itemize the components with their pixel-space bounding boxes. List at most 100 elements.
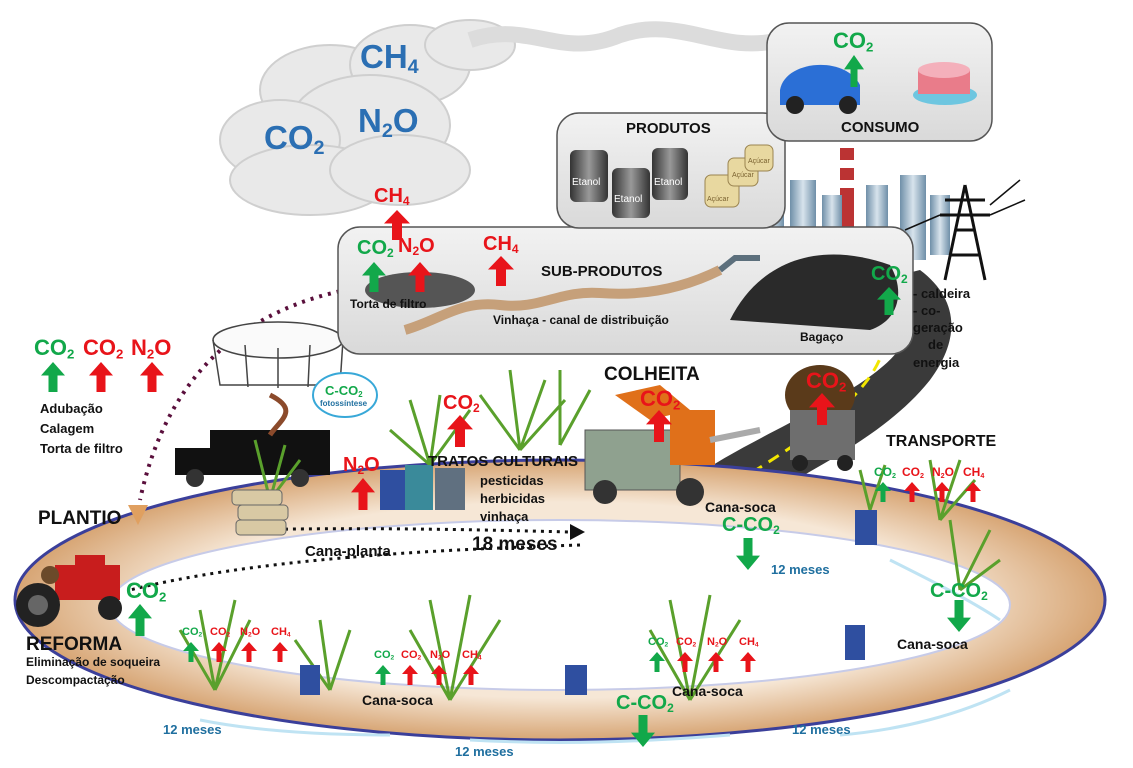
left-co2-red-text: CO2 [83, 335, 124, 362]
green-down-arrow-icon [631, 715, 655, 747]
small-set-3-n2o: N2O [707, 636, 728, 649]
tratos-co2: CO2 [443, 393, 480, 414]
energy-line-4: de [928, 337, 944, 352]
sugar-label-1: Açúcar [707, 196, 729, 203]
red-up-arrow-icon [447, 415, 473, 447]
cana-soca-label-3: Cana-soca [672, 683, 743, 699]
red-up-arrow-icon [140, 362, 164, 392]
tratos-item-pesticidas: pesticidas [480, 473, 544, 488]
energy-line-2: - co- [913, 303, 941, 318]
red-up-arrow-icon [384, 210, 410, 240]
red-up-arrow-icon [809, 393, 835, 425]
road [690, 270, 952, 500]
cloud-ch4-text: CH4 [360, 38, 419, 78]
ethanol-label-1: Etanol [572, 177, 601, 188]
consumo-box [766, 22, 993, 142]
tratos-item-vinhaca: vinhaça [480, 509, 529, 524]
transporte-co2: CO2 [806, 370, 846, 394]
transporte-small-co2-green: CO2 [874, 465, 896, 480]
reforma-label: REFORMA [26, 634, 123, 655]
small-set-2-ch4: CH4 [462, 649, 482, 662]
ethanol-label-3: Etanol [654, 177, 683, 188]
bagaco-label: Bagaço [800, 330, 844, 344]
small-set-2-n2o: N2O [430, 649, 451, 662]
cloud-n2o-text: N2O [358, 102, 419, 142]
torta-n2o: N2O [398, 236, 435, 257]
months-12-label-1: 12 meses [771, 562, 830, 577]
cloud-ch4-label: CH4 [360, 40, 419, 78]
torta-label: Torta de filtro [350, 297, 427, 311]
left-co2-green: CO2 [34, 337, 74, 361]
reforma-item-descompactacao: Descompactação [26, 673, 125, 687]
torta-co2: CO2 [357, 238, 394, 259]
left-n2o-red-text: N2O [131, 335, 172, 362]
subprodutos-title: SUB-PRODUTOS [541, 263, 663, 280]
input-bags [231, 489, 289, 536]
green-up-arrow-icon [128, 604, 152, 636]
transporte-co2-text: CO2 [806, 368, 847, 395]
tratos-co2-text: CO2 [443, 392, 480, 415]
cana-planta-label: Cana-planta [305, 543, 391, 560]
transporte-small-n2o: N2O [932, 465, 955, 480]
left-item-calagem: Calagem [40, 421, 95, 436]
car-icon [780, 64, 860, 114]
green-down-arrow-icon [947, 600, 971, 632]
red-up-arrow-icon [904, 482, 920, 502]
left-item-torta: Torta de filtro [40, 441, 123, 456]
ch4-mid-text: CH4 [483, 233, 519, 256]
red-up-arrow-icon [646, 410, 672, 442]
red-up-arrow-icon [89, 362, 113, 392]
sugar-bags [704, 144, 774, 208]
reforma-arrow [129, 543, 581, 592]
months-18-label: 18 meses [472, 534, 558, 555]
torta-co2-text: CO2 [357, 237, 394, 260]
months-12-label-4: 12 meses [163, 722, 222, 737]
green-up-arrow-icon [362, 262, 386, 292]
colheita-co2: CO2 [640, 388, 680, 412]
red-up-arrow-icon [211, 642, 227, 662]
reforma-item-eliminacao: Eliminação de soqueira [26, 655, 161, 669]
tratos-n2o: N2O [343, 455, 380, 476]
green-up-arrow-icon [844, 55, 864, 87]
colheita-co2-text: CO2 [640, 386, 681, 413]
red-up-arrow-icon [402, 665, 418, 685]
transporte-label: TRANSPORTE [886, 433, 997, 450]
chemical-drums [300, 465, 877, 695]
red-up-arrow-icon [965, 482, 981, 502]
ch4-top-text: CH4 [374, 185, 410, 208]
vinhaca-label: Vinhaça - canal de distribuição [493, 313, 669, 327]
bagaco-co2: CO2 [871, 264, 908, 285]
bagaco-co2-text: CO2 [871, 263, 908, 286]
consumo-co2: CO2 [833, 30, 873, 54]
red-up-arrow-icon [463, 665, 479, 685]
torta-n2o-text: N2O [398, 235, 435, 258]
red-up-arrow-icon [488, 256, 514, 286]
c-co2-label-1: C-CO2 [722, 514, 780, 537]
consumo-co2-text: CO2 [833, 28, 874, 55]
ch4-mid: CH4 [483, 234, 519, 255]
ch4-top: CH4 [374, 186, 410, 207]
small-set-3-co2-red: CO2 [676, 636, 697, 649]
green-up-arrow-icon [183, 642, 199, 662]
sugar-label-2: Açúcar [732, 172, 754, 179]
left-co2-green-text: CO2 [34, 335, 75, 362]
left-co2-red: CO2 [83, 337, 123, 361]
red-up-arrow-icon [708, 652, 724, 672]
small-set-1-co2-green: CO2 [182, 626, 203, 639]
red-up-arrow-icon [677, 652, 693, 672]
cana-soca-label-2: Cana-soca [897, 636, 968, 652]
colheita-label: COLHEITA [604, 364, 700, 385]
red-up-arrow-icon [272, 642, 288, 662]
small-set-3-ch4: CH4 [739, 636, 759, 649]
red-up-arrow-icon [740, 652, 756, 672]
ethanol-label-2: Etanol [614, 194, 643, 205]
energy-line-3: geração [913, 320, 963, 335]
cloud-n2o-label: N2O [358, 104, 419, 142]
green-up-arrow-icon [41, 362, 65, 392]
c-co2-label-2: C-CO2 [930, 580, 988, 603]
tractor [16, 555, 122, 627]
reforma-co2-text: CO2 [126, 578, 167, 605]
vinhaca-truck [175, 392, 330, 487]
green-down-arrow-icon [736, 538, 760, 570]
